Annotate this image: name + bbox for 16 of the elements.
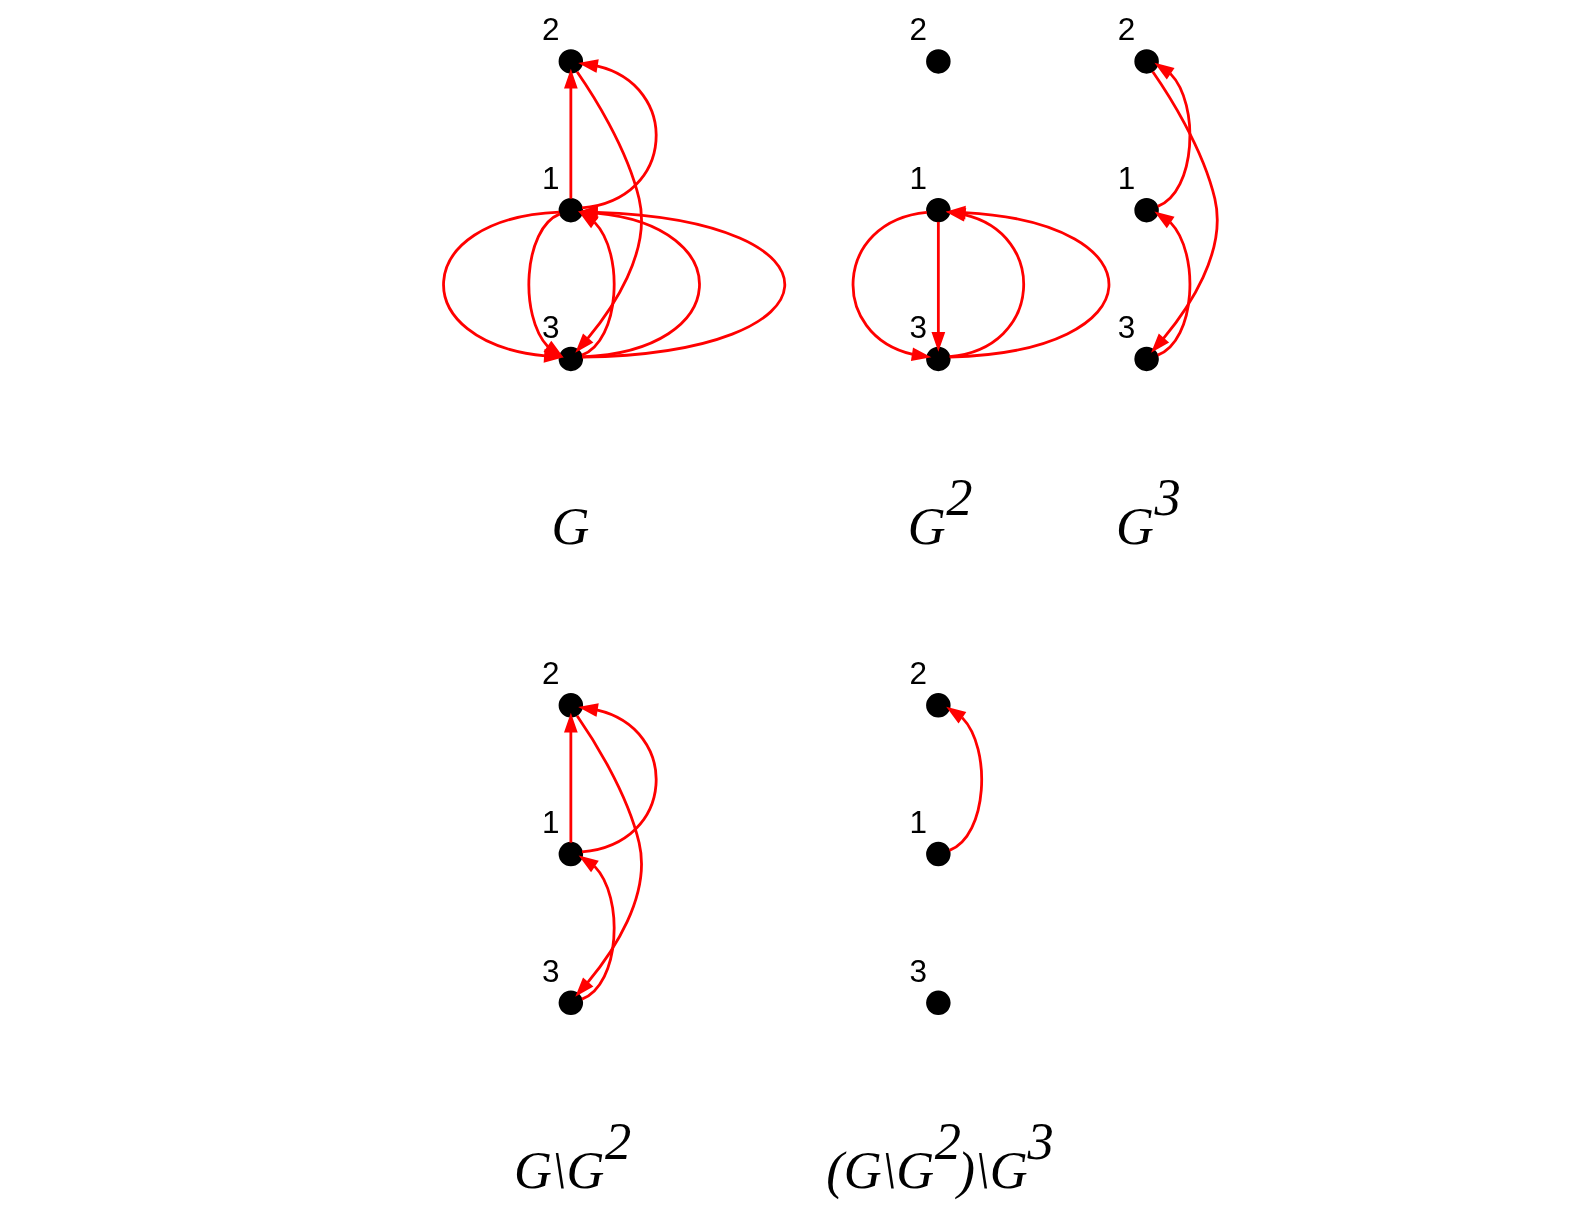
node-label: 2 (1117, 11, 1136, 48)
node-label: 2 (541, 11, 560, 48)
node-label: 3 (541, 952, 560, 989)
node-label: 3 (541, 308, 560, 345)
node-label: 1 (541, 159, 560, 196)
node-label: 1 (909, 803, 927, 840)
node-label: 3 (909, 952, 927, 989)
label: G (551, 496, 590, 555)
node-label: 2 (909, 11, 927, 48)
node-label: 1 (1117, 159, 1136, 196)
node-label: 1 (541, 803, 560, 840)
node-label: 3 (909, 308, 927, 345)
node-label: 2 (909, 655, 927, 692)
node-label: 2 (541, 655, 560, 692)
node-label: 3 (1117, 308, 1136, 345)
node-label: 1 (909, 159, 927, 196)
